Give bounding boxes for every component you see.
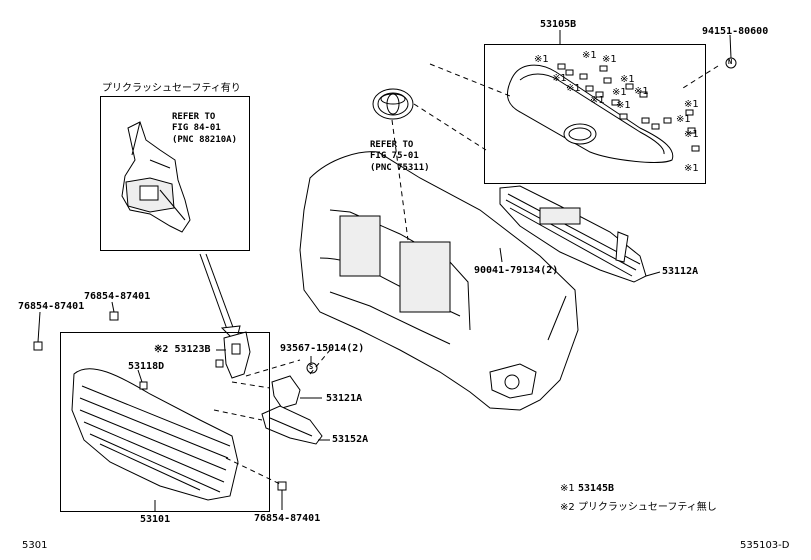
part-label-53105b: 53105B bbox=[540, 19, 577, 30]
ref84-line1: REFER TO bbox=[172, 112, 216, 122]
part-label-76854-bottom: 76854-87401 bbox=[254, 513, 321, 524]
part-53123b-text: 53123B bbox=[174, 344, 211, 355]
part-label-53101: 53101 bbox=[140, 514, 171, 525]
clip-mark-1n: ※1 bbox=[684, 163, 699, 174]
clip-mark-1k: ※1 bbox=[684, 99, 699, 110]
footer-right-code: 535103-D bbox=[740, 540, 790, 551]
main-grille-box bbox=[60, 332, 270, 512]
clip-mark-1b: ※1 bbox=[582, 50, 597, 61]
sensor-leader-arrow bbox=[199, 253, 241, 343]
reference-fig-84: REFER TO FIG 84-01 (PNC 88210A) bbox=[172, 112, 237, 146]
marker-n: N bbox=[728, 58, 733, 66]
note2-mark: ※2 bbox=[560, 502, 575, 513]
note1-text: 53145B bbox=[577, 483, 615, 494]
mark2-inline: ※2 bbox=[154, 344, 169, 355]
leader-lines bbox=[37, 30, 732, 512]
clip-mark-1e: ※1 bbox=[620, 74, 635, 85]
clip-mark-1m: ※1 bbox=[684, 129, 699, 140]
part-label-76854-top: 76854-87401 bbox=[84, 291, 151, 302]
part-label-94151: 94151-80600 bbox=[702, 26, 769, 37]
sensor-box-title: プリクラッシュセーフティ有り bbox=[102, 83, 241, 94]
clip-mark-1a: ※1 bbox=[534, 54, 549, 65]
part-label-76854-left: 76854-87401 bbox=[18, 301, 85, 312]
clip-mark-1d: ※1 bbox=[602, 54, 617, 65]
toyota-emblem bbox=[372, 88, 414, 120]
ref75-line2: FIG 75-01 bbox=[370, 151, 419, 162]
marker-s: S bbox=[309, 363, 314, 371]
part-label-93567: 93567-15014(2) bbox=[280, 343, 365, 354]
clip-mark-1c: ※1 bbox=[552, 73, 567, 84]
circle-markers bbox=[306, 57, 737, 374]
reference-fig-75: REFER TO FIG 75-01 (PNC 75311) bbox=[370, 140, 430, 174]
part-label-53152a: 53152A bbox=[332, 434, 369, 445]
ref84-line2: FIG 84-01 bbox=[172, 123, 221, 134]
part-label-53112a: 53112A bbox=[662, 266, 699, 277]
lower-grille bbox=[495, 185, 647, 283]
clip-mark-1g: ※1 bbox=[590, 95, 605, 106]
clip-mark-1l: ※1 bbox=[676, 114, 691, 125]
part-label-53118d: 53118D bbox=[128, 361, 165, 372]
upper-grille-box bbox=[484, 44, 706, 184]
upper-grille-trim bbox=[507, 64, 674, 163]
assembly-dashed-lines bbox=[213, 63, 719, 485]
ref75-line1: REFER TO bbox=[370, 140, 414, 150]
clip-mark-1i: ※1 bbox=[634, 86, 649, 97]
pre-crash-sensor-box bbox=[100, 96, 250, 251]
note1-mark: ※1 bbox=[560, 483, 575, 494]
ref84-line3: (PNC 88210A) bbox=[172, 134, 238, 145]
main-grille bbox=[71, 368, 239, 501]
note-1: ※1 53145B bbox=[560, 484, 614, 494]
radar-sensor-assembly bbox=[121, 121, 191, 233]
clip-mark-1j: ※1 bbox=[616, 100, 631, 111]
part-label-90041: 90041-79134(2) bbox=[474, 265, 559, 276]
note-2: ※2 プリクラッシュセーフティ無し bbox=[560, 503, 717, 513]
bracket-53152a bbox=[261, 405, 323, 445]
bracket-53121a bbox=[271, 375, 301, 409]
clip-mark-1f: ※1 bbox=[566, 83, 581, 94]
front-bumper-cover bbox=[299, 151, 579, 411]
clip-set-upper bbox=[557, 63, 700, 152]
part-label-53123b: ※2 53123B bbox=[154, 345, 211, 355]
footer-left-code: 5301 bbox=[22, 540, 48, 551]
note2-text: プリクラッシュセーフティ無し bbox=[577, 502, 717, 513]
part-label-53121a: 53121A bbox=[326, 393, 363, 404]
ref75-line3: (PNC 75311) bbox=[370, 162, 430, 173]
clip-mark-1h: ※1 bbox=[612, 87, 627, 98]
